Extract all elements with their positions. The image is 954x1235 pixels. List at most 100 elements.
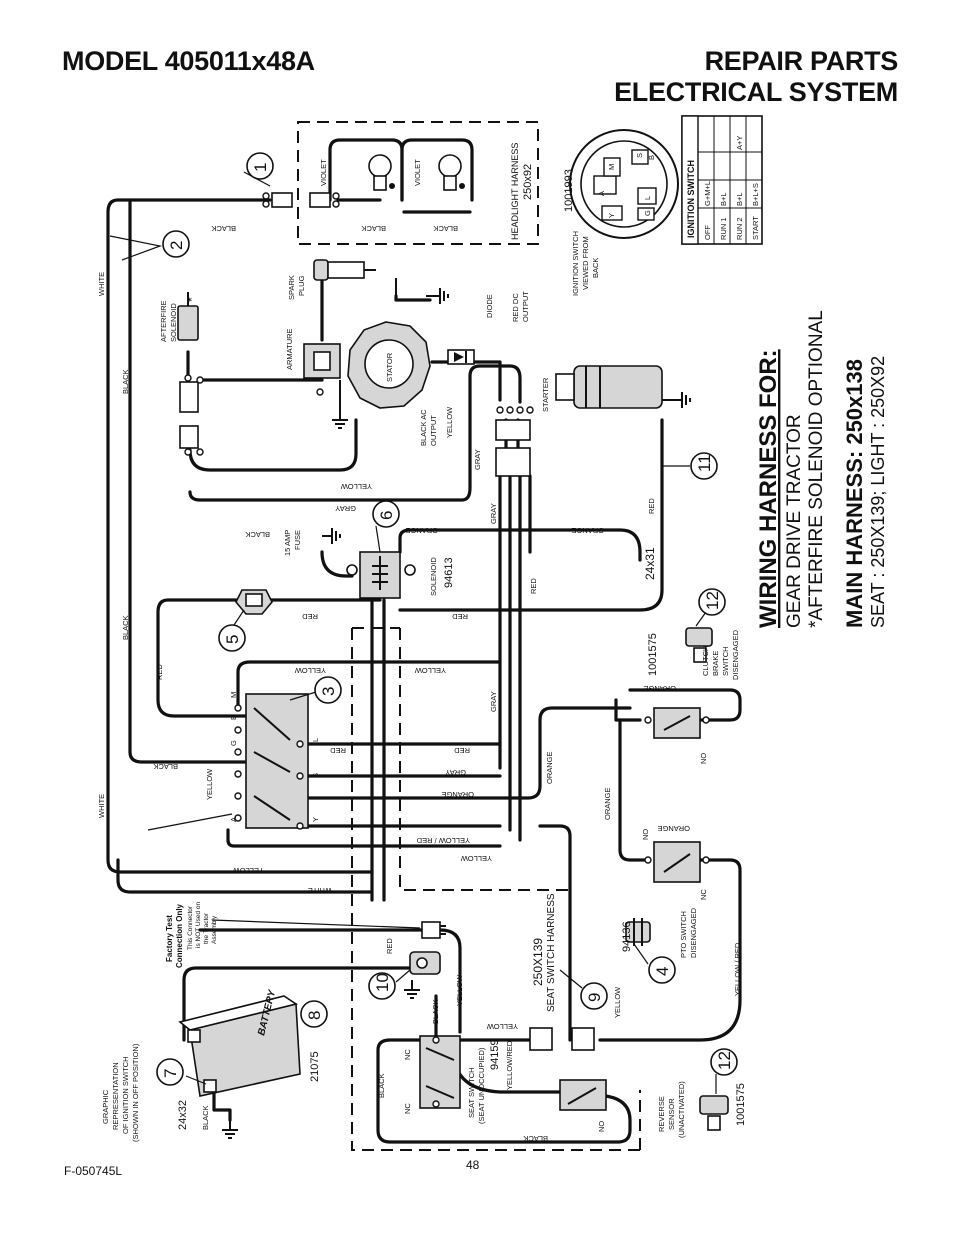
spark-plug-label-b: PLUG <box>297 275 306 296</box>
wire-label-black-3: BLACK <box>433 224 458 233</box>
title-line-2: ELECTRICAL SYSTEM <box>614 77 898 107</box>
battery <box>178 995 301 1097</box>
wire-label-black-4: BLACK <box>121 369 130 394</box>
wire-label-black-2: BLACK <box>361 224 386 233</box>
wire-label-orange-1: ORANGE <box>405 526 438 535</box>
wire-label-yellow-4: YELLOW <box>414 666 446 675</box>
wire-label-yellow-3: YELLOW <box>294 666 326 675</box>
reverse-pn: 1001575 <box>735 1083 747 1126</box>
wires <box>106 138 742 1144</box>
wire-label-yellow-8: YELLOW <box>455 974 464 1006</box>
factory-test-connector <box>421 921 446 939</box>
main-harness-heading: MAIN HARNESS: 250x138 <box>842 359 867 628</box>
title-line-1: REPAIR PARTS <box>704 46 899 76</box>
wire-label-yellow-6: YELLOW <box>232 866 264 875</box>
seat-harness-pn: 250X139 <box>531 938 545 986</box>
wire-label-black-11: BLACK <box>201 1105 210 1130</box>
clutch-label-b: BRAKE <box>711 651 720 676</box>
wiring-harness-line1: GEAR DRIVE TRACTOR <box>784 414 805 628</box>
armature-label: ARMATURE <box>285 328 294 370</box>
ignition-view-label-c: BACK <box>591 258 600 278</box>
pto-label-a: PTO SWITCH <box>679 911 688 958</box>
ign-term-l: L <box>643 196 652 200</box>
wire-label-yellow-9: YELLOW <box>486 1022 518 1031</box>
wire-label-gray-5: GRAY <box>445 768 466 777</box>
wire-label-gray-3: GRAY <box>489 503 498 524</box>
wire-label-orange-6: ORANGE <box>643 684 676 693</box>
afterfire-label-b: SOLENOID <box>169 303 178 342</box>
wire-label-red-3: RED <box>302 612 318 621</box>
fuse-label-b: FUSE <box>293 530 302 550</box>
factory-test-label-a: Factory Test <box>165 915 174 962</box>
page-number: 48 <box>466 1158 480 1172</box>
wire-label-orange-7: ORANGE <box>657 824 690 833</box>
reverse-label-a: REVERSE <box>657 1096 666 1132</box>
starter <box>555 365 663 409</box>
callout-7: 7 <box>161 1069 180 1078</box>
reverse-no: NO <box>597 1121 606 1132</box>
wire-label-orange-5: ORANGE <box>603 787 612 820</box>
ign-block-a: A <box>229 817 238 822</box>
headlight-harness-label: HEADLIGHT HARNESS <box>510 143 520 240</box>
red-dc-label-b: OUTPUT <box>521 291 530 322</box>
seat-switch-label-a: SEAT SWITCH <box>467 1067 476 1118</box>
callout-5: 5 <box>223 635 242 644</box>
stator <box>347 321 431 409</box>
wire-label-orange-2: ORANGE <box>571 526 604 535</box>
ignition-table: IGNITION SWITCH OFF G+M+L RUN 1 B+L RUN … <box>681 115 763 245</box>
ign-block-m: M <box>229 692 238 698</box>
wire-label-yellow-10: YELLOW <box>205 768 214 800</box>
graphic-rep-label-b: REPRESENTATION <box>111 1062 120 1130</box>
fuse <box>235 589 273 615</box>
ign-row-3-0: START <box>751 216 760 240</box>
wire-label-yellow-2: YELLOW <box>445 406 454 438</box>
graphic-rep-label-d: (SHOWN IN OFF POSITION) <box>131 1043 140 1142</box>
factory-note-c: the Tractor <box>203 912 210 944</box>
callout-10: 10 <box>373 973 392 992</box>
diode-label: DIODE <box>485 294 494 318</box>
cable-24x32: 24x32 <box>177 1100 189 1130</box>
ign-term-y: Y <box>607 213 616 218</box>
ign-term-a: A <box>597 191 606 196</box>
clutch-pn: 1001575 <box>647 633 659 676</box>
wire-label-orange-3: ORANGE <box>441 790 474 799</box>
callout-3: 3 <box>319 687 338 696</box>
ign-row-1-1: B+L <box>719 192 728 206</box>
seat-pn: 94159 <box>489 1039 501 1070</box>
graphic-rep-label-c: OF IGNITION SWITCH <box>121 1057 130 1135</box>
seat-yellow-red: YELLOW/RED <box>505 1040 514 1090</box>
ignition-switch-graphic: A M Y L S G B <box>569 129 679 239</box>
engine-harness-connector <box>495 447 531 477</box>
pto-no: NO <box>641 829 650 840</box>
wiring-harness-line2: *AFTERFIRE SOLENOID OPTIONAL <box>806 310 827 628</box>
seat-nc-2: NC <box>403 1103 412 1114</box>
seat-switch-label-b: (SEAT UNOCCUPIED) <box>477 1047 486 1124</box>
wire-label-black-7: BLACK <box>153 762 178 771</box>
model-title: MODEL 405011x48A <box>62 46 315 76</box>
wiring-harness-heading: WIRING HARNESS FOR: <box>755 349 782 628</box>
ign-row-3-1: B+L+S <box>751 183 760 206</box>
clutch-plug-icon <box>685 627 713 663</box>
ign-block-g: G <box>229 740 238 746</box>
ignition-switch-pn: 1001993 <box>563 169 575 212</box>
wire-label-red-5: RED <box>155 664 164 680</box>
stator-label: STATOR <box>385 352 394 382</box>
black-ac-label-a: BLACK AC <box>419 409 428 446</box>
wire-label-red-6: RED <box>330 746 346 755</box>
page-title: REPAIR PARTS ELECTRICAL SYSTEM <box>614 46 898 108</box>
ignition-switch-block <box>234 693 309 830</box>
wire-label-black-1: BLACK <box>211 224 236 233</box>
wire-label-orange-4: ORANGE <box>545 751 554 784</box>
component-labels: HEADLIGHT HARNESS 250x92 1001993 IGNITIO… <box>97 143 747 1143</box>
ignition-terminals <box>234 704 304 830</box>
wire-label-red-4: RED <box>452 612 468 621</box>
starter-harness-connector <box>495 419 531 441</box>
components <box>177 154 729 1131</box>
wire-label-red-2: RED <box>529 578 538 594</box>
ign-row-2-0: RUN 2 <box>735 217 744 240</box>
wire-label-red-7: RED <box>454 746 470 755</box>
armature <box>303 343 341 396</box>
wire-label-red-1: RED <box>647 498 656 514</box>
wire-label-yellow-7: YELLOW <box>613 986 622 1018</box>
ignition-view-label-b: VIEWED FROM <box>581 236 590 290</box>
